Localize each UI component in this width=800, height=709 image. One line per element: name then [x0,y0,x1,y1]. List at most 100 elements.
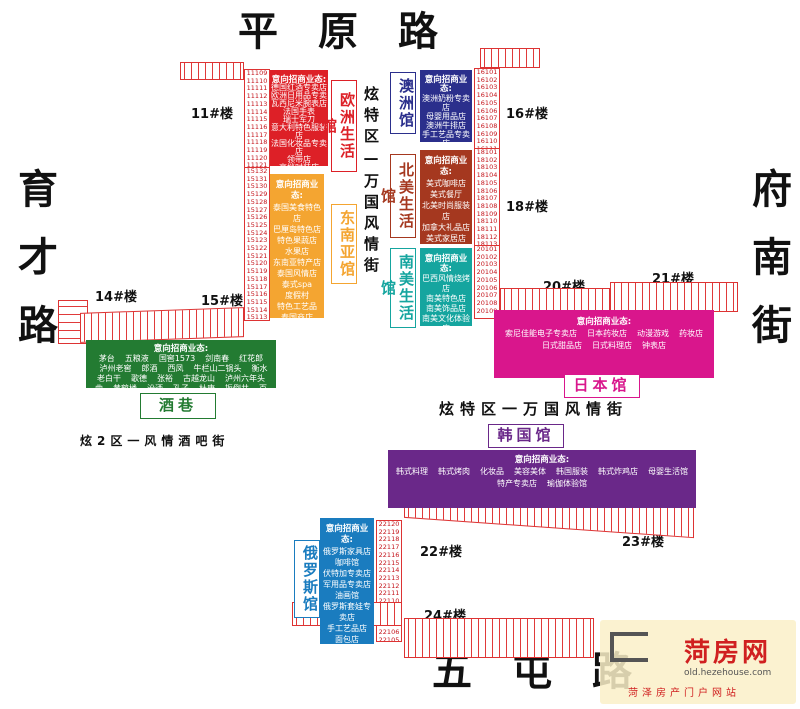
southeast-asia-hall: 东南亚馆 [331,204,357,284]
unit-number: 22115 [378,558,400,567]
unit-number: 16101 [476,68,498,76]
north-america-block: 意向招商业态:美式咖啡店美式餐厅北美时尚服装店加拿大礼品店美式家居店进口美食店 [420,150,472,254]
watermark: 菏房网 old.hezehouse.com 菏泽房产门户网站 [600,620,796,704]
block-title: 意向招商业态: [576,317,632,327]
unit-number: 11120 [246,153,268,162]
business-type: 澳洲奶粉专卖店 [422,94,470,112]
business-type: 茅台 [98,354,115,363]
business-type: 药妆店 [679,329,703,338]
business-type: 剑南春 [205,354,230,363]
japan-block: 意向招商业态:索尼佳能电子专卖店日本药妆店动漫游戏药妆店日式甜品店日式料理店钟表… [494,310,714,378]
unit-number: 11117 [246,130,268,139]
unit-number: 18104 [476,171,498,180]
unit-number: 18106 [476,186,498,195]
unit-number: 20105 [476,275,498,284]
unit-number: 15125 [246,220,268,229]
unit-number: 11114 [246,107,268,116]
unit-number: 18101 [476,148,498,156]
center-street-horizontal: 炫特区一万国风情街 [439,400,629,418]
unit-number: 20108 [476,298,498,307]
block-title: 意向招商业态: [424,254,468,274]
unit-number: 15131 [246,174,268,183]
unit-number: 15118 [246,274,268,283]
business-type: 美容美体 [514,467,546,476]
unit-number: 15130 [246,182,268,191]
building-16: 16#楼 [506,107,548,122]
unit-number: 11116 [246,122,268,131]
business-type: 油画馆 [335,591,359,600]
business-type: 加拿大礼品店 [422,223,470,232]
business-type: 泰国商店 [281,313,313,322]
watermark-tagline: 菏泽房产门户网站 [628,688,740,699]
building-23: 23#楼 [622,535,664,550]
korea-block: 意向招商业态:韩式料理韩式烤肉化妆品美容美体韩国服装韩式炸鸡店母婴生活馆特产专卖… [388,450,696,508]
unit-number: 22114 [378,566,400,575]
unit-number: 20103 [476,260,498,269]
unit-number: 22119 [378,527,400,536]
unit-number: 16109 [476,129,498,138]
business-type: 南美雪茄店 [426,344,466,353]
watermark-url: old.hezehouse.com [684,668,772,678]
business-type: 瓦西尼米腕表店 [271,99,327,108]
business-type: 代购生活馆 [426,334,466,343]
business-type: 特产专卖店 [497,479,537,488]
shops-14-15 [80,307,244,343]
block-title: 意向招商业态: [424,156,468,177]
unit-number: 15129 [246,190,268,199]
business-type: 瑜伽体验馆 [547,479,587,488]
business-type: 黄鹤楼 [113,384,137,393]
unit-number: 20109 [476,306,498,315]
unit-number: 11121 [246,161,268,170]
business-type: 日式料理店 [592,341,632,350]
business-type: 西凤 [167,364,184,373]
road-south: 五屯路 [432,649,672,695]
business-type: 巴厘岛特色店 [273,225,321,234]
unit-number: 18111 [476,225,498,234]
unit-number: 22120 [378,520,400,528]
unit-number: 15132 [246,167,268,175]
business-type: 韩式料理 [396,467,428,476]
business-type: 南美文化体验店 [422,314,470,333]
unit-number: 20102 [476,252,498,261]
business-type: 特色果蔬店 [277,236,317,245]
unit-number: 15121 [246,251,268,260]
unit-number: 16106 [476,106,498,115]
watermark-logo-icon [610,632,648,662]
business-type: 韩式炸鸡店 [598,467,638,476]
business-type: 俄罗斯家具店 [323,547,371,556]
business-type: 衡水老白干 [97,364,268,383]
business-type: 德国红酒专卖店 [271,83,327,92]
unit-number: 15124 [246,228,268,237]
unit-number: 15117 [246,282,268,291]
business-type: 泸州六年头曲 [95,374,265,393]
business-type: 索尼佳能电子专卖店 [505,329,577,338]
business-type: 红花郎 [239,354,264,363]
business-type: 美式餐厅 [430,190,462,199]
business-type: 欧洲日用品专卖 [271,91,327,100]
unit-number: 11111 [246,84,268,93]
unit-number: 18103 [476,163,498,172]
business-type: 度假村 [285,291,309,300]
business-type: 北美时尚服装店 [422,201,470,221]
business-type: 澳洲牛排店 [426,121,466,130]
unit-number: 15122 [246,244,268,253]
building-11: 11#楼 [191,107,233,122]
business-type: 杜康 [199,384,215,393]
unit-number: 11115 [246,115,268,124]
bar-street: 炫2区一风情酒吧街 [80,434,230,448]
business-type: 俄罗斯套娃专卖店 [323,602,371,622]
business-type: 伏特加专卖店 [323,569,371,578]
business-type: 孔子 [173,384,189,393]
business-type: 高档时装店 [279,163,319,172]
block-title: 意向招商业态: [325,524,369,545]
south-america-block: 意向招商业态:巴西风情烧烤店南美特色店南美饰品店南美文化体验店代购生活馆南美雪茄… [420,248,472,353]
road-west: 育才路 [11,168,57,372]
business-type: 动漫游戏 [637,329,669,338]
business-type: 钟表店 [642,341,666,350]
wine-lane-hall: 酒巷 [140,393,216,419]
unit-number: 22106 [378,627,400,636]
unit-number: 15114 [246,305,268,314]
building-18: 18#楼 [506,200,548,215]
